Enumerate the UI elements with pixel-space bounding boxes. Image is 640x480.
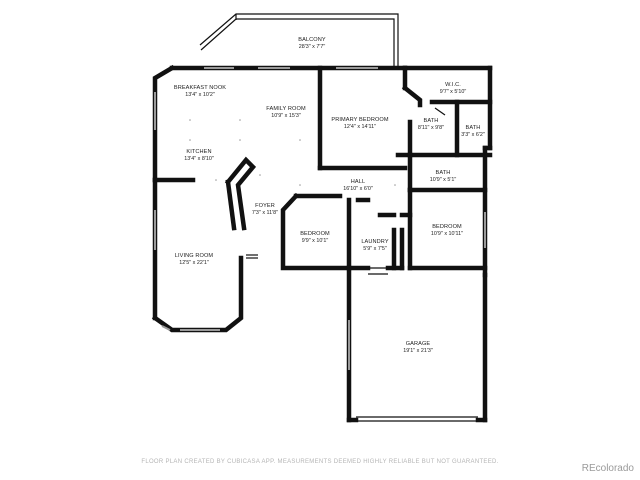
primary-bedroom-name: PRIMARY BEDROOM <box>331 117 388 123</box>
primary-bedroom-dims: 12'4" x 14'11" <box>344 124 376 130</box>
balcony-outline <box>199 13 399 68</box>
foyer-name: FOYER <box>255 203 275 209</box>
footer-disclaimer: FLOOR PLAN CREATED BY CUBICASA APP. MEAS… <box>141 459 499 465</box>
hall-name: HALL <box>351 179 365 185</box>
kitchen-name: KITCHEN <box>186 149 211 155</box>
balcony-name: BALCONY <box>298 37 326 43</box>
bedroom-2-dims: 9'9" x 10'1" <box>302 238 329 244</box>
bath-small-dims: 3'3" x 6'2" <box>461 132 485 138</box>
balcony-dims: 28'3" x 7'7" <box>299 44 326 50</box>
bedroom-3-dims: 10'9" x 10'11" <box>431 231 463 237</box>
brand-logo: REcolorado <box>581 463 634 474</box>
bath-hall-name: BATH <box>436 170 451 176</box>
bath-primary-name: BATH <box>424 118 439 124</box>
fixture-dots <box>189 119 396 186</box>
doors <box>246 107 478 422</box>
living-room-name: LIVING ROOM <box>175 253 214 259</box>
garage-dims: 19'1" x 21'3" <box>403 348 433 354</box>
breakfast-nook-dims: 13'4" x 10'2" <box>185 92 215 98</box>
bedroom-3-name: BEDROOM <box>432 224 462 230</box>
wic-dims: 9'7" x 5'10" <box>440 89 467 95</box>
bath-hall-dims: 10'9" x 5'1" <box>430 177 457 183</box>
bath-primary-dims: 8'11" x 9'8" <box>418 125 444 131</box>
interior-walls <box>152 65 493 271</box>
bedroom-2-name: BEDROOM <box>300 231 330 237</box>
family-room-name: FAMILY ROOM <box>266 106 306 112</box>
laundry-name: LAUNDRY <box>361 239 388 245</box>
exterior-walls <box>151 64 493 423</box>
foyer-dims: 7'3" x 11'8" <box>252 210 278 216</box>
laundry-dims: 5'9" x 7'5" <box>363 246 387 252</box>
kitchen-dims: 13'4" x 8'10" <box>184 156 214 162</box>
living-room-dims: 12'5" x 22'1" <box>179 260 209 266</box>
wic-name: W.I.C. <box>445 82 461 88</box>
bath-small-name: BATH <box>466 125 481 131</box>
room-labels: BALCONY 28'3" x 7'7" BREAKFAST NOOK 13'4… <box>174 37 485 354</box>
breakfast-nook-name: BREAKFAST NOOK <box>174 85 226 91</box>
hall-dims: 16'10" x 6'0" <box>343 186 373 192</box>
family-room-dims: 10'9" x 15'3" <box>271 113 301 119</box>
garage-name: GARAGE <box>406 341 431 347</box>
